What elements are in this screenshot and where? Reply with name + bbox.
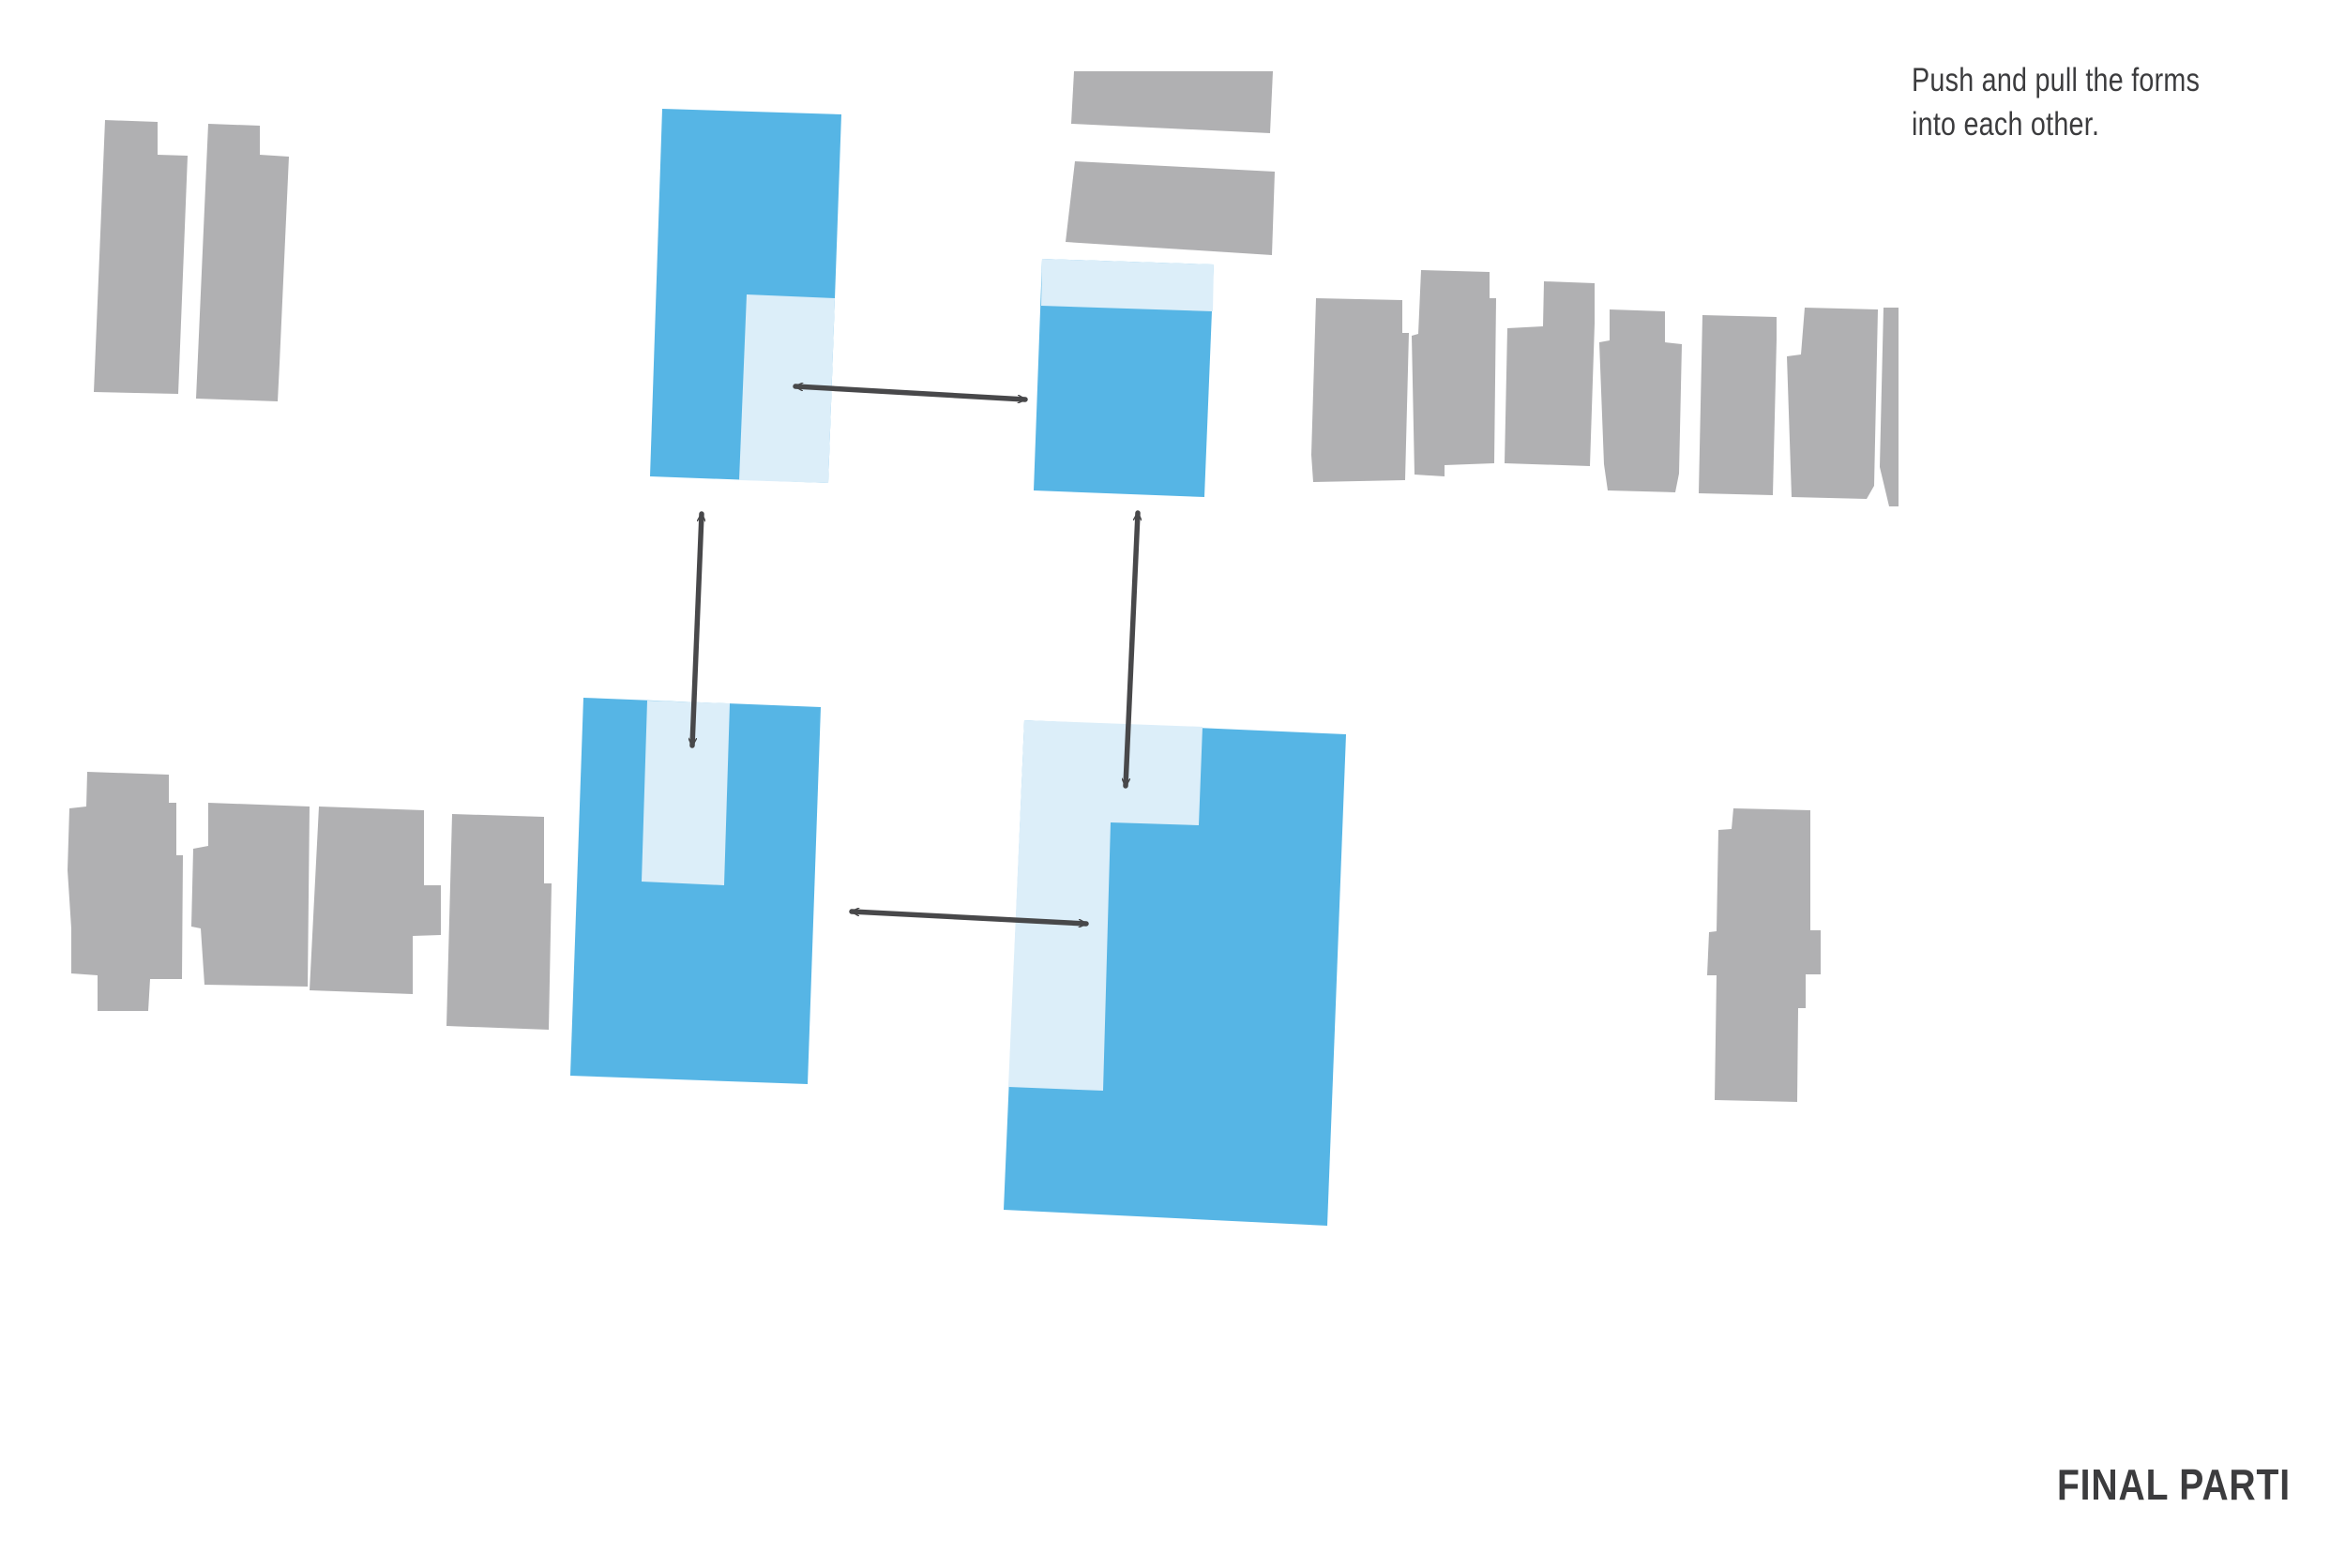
arrow-left <box>692 511 702 748</box>
context-building <box>94 120 188 394</box>
form-top-right-pulled <box>1041 259 1214 311</box>
arrow-top <box>793 386 1028 400</box>
context-building <box>1412 270 1496 476</box>
context-building <box>1699 315 1777 495</box>
context-building <box>446 814 552 1030</box>
form-bottom-left <box>570 698 821 1084</box>
diagram-caption: Push and pull the forms into each other. <box>1912 62 2201 143</box>
context-building <box>1880 308 1899 506</box>
context-bar <box>1066 161 1275 255</box>
context-building <box>310 807 441 994</box>
context-building <box>1787 308 1878 499</box>
diagram-title: FINAL PARTI <box>2056 1460 2291 1509</box>
context-building <box>1505 281 1595 466</box>
interaction-arrows <box>692 386 1138 924</box>
context-buildings <box>68 71 1899 1102</box>
context-building <box>196 124 289 401</box>
context-building <box>68 772 183 1011</box>
arrow-bottom <box>849 912 1089 924</box>
context-bar <box>1071 71 1273 133</box>
form-bottom-left-void <box>642 701 730 885</box>
context-building <box>1311 298 1409 482</box>
form-bottom-right-void <box>1008 720 1203 1091</box>
form-top-right <box>1034 259 1214 497</box>
arrow-right <box>1126 510 1138 789</box>
context-building <box>1599 309 1682 492</box>
context-building <box>1707 808 1821 1102</box>
context-building <box>191 803 310 987</box>
form-top-left-void <box>739 294 835 483</box>
building-forms <box>570 109 1346 1226</box>
